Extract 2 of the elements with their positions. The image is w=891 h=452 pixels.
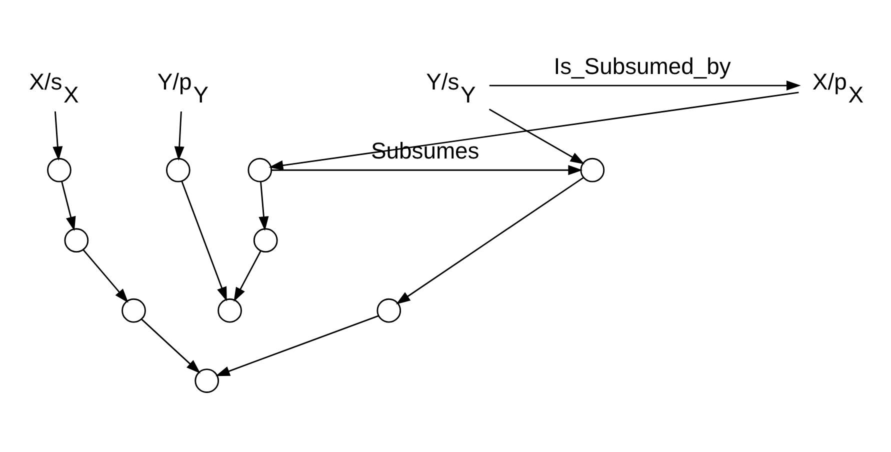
edge-label: Subsumes — [370, 137, 480, 164]
edge-label: Is_Subsumed_by — [554, 52, 731, 79]
